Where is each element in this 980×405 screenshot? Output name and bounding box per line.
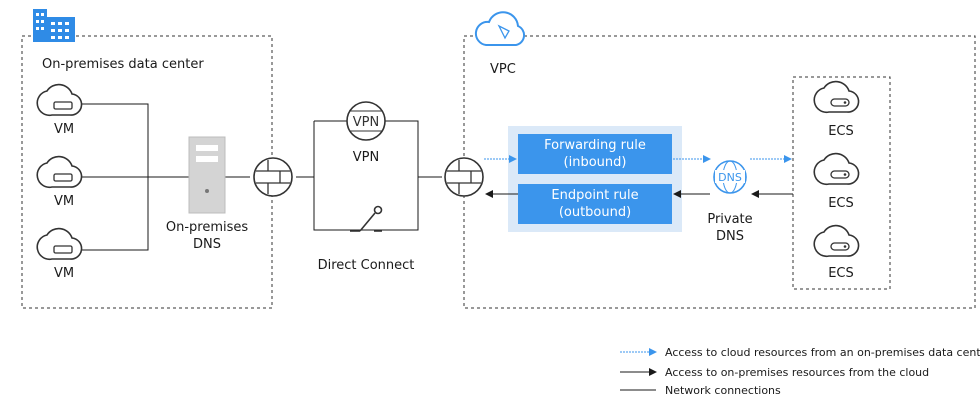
legend-item-2: Access to on-premises resources from the… <box>665 366 930 379</box>
vm-label-3: VM <box>53 266 75 281</box>
firewall-icon-left <box>253 157 293 197</box>
vm-icon-2 <box>36 155 83 189</box>
building-icon <box>33 9 75 42</box>
forwarding-rule-line1: Forwarding rule <box>544 138 646 153</box>
vpn-icon: VPN <box>346 101 386 141</box>
private-dns-label-line2: DNS <box>716 229 744 244</box>
ecs-group-container <box>792 76 891 290</box>
legend-item-3: Network connections <box>665 384 781 397</box>
server-icon <box>188 136 226 214</box>
vpn-label: VPN <box>352 150 380 165</box>
onprem-dns-label-line2: DNS <box>193 237 221 252</box>
ecs-label-1: ECS <box>828 124 854 139</box>
ecs-label-2: ECS <box>828 196 854 211</box>
ecs-label-3: ECS <box>828 266 854 281</box>
vm-icon-1 <box>36 83 83 117</box>
legend-item-1: Access to cloud resources from an on-pre… <box>665 346 980 359</box>
vpc-cloud-icon <box>474 11 526 46</box>
endpoint-rule-line1: Endpoint rule <box>551 188 639 203</box>
ecs-icon-1 <box>813 80 860 114</box>
firewall-icon-right <box>444 157 484 197</box>
direct-connect-icon <box>350 205 383 232</box>
ecs-icon-2 <box>813 152 860 186</box>
onprem-dns-label-line1: On-premises <box>165 220 249 235</box>
direct-connect-label: Direct Connect <box>317 258 415 273</box>
private-dns-label-line1: Private <box>707 212 753 227</box>
endpoint-rule-box <box>518 184 672 224</box>
private-dns-icon: DNS <box>713 160 747 194</box>
vpn-icon-text: VPN <box>353 115 379 130</box>
vm-icon-3 <box>36 227 83 261</box>
vm-label-1: VM <box>53 122 75 137</box>
endpoint-rule-line2: (outbound) <box>558 205 632 220</box>
vm-label-2: VM <box>53 194 75 209</box>
forwarding-rule-line2: (inbound) <box>563 155 627 170</box>
forwarding-rule-box <box>518 134 672 174</box>
vpc-title: VPC <box>490 62 516 77</box>
dns-icon-text: DNS <box>718 171 742 184</box>
onprem-title: On-premises data center <box>42 57 204 72</box>
ecs-icon-3 <box>813 224 860 258</box>
